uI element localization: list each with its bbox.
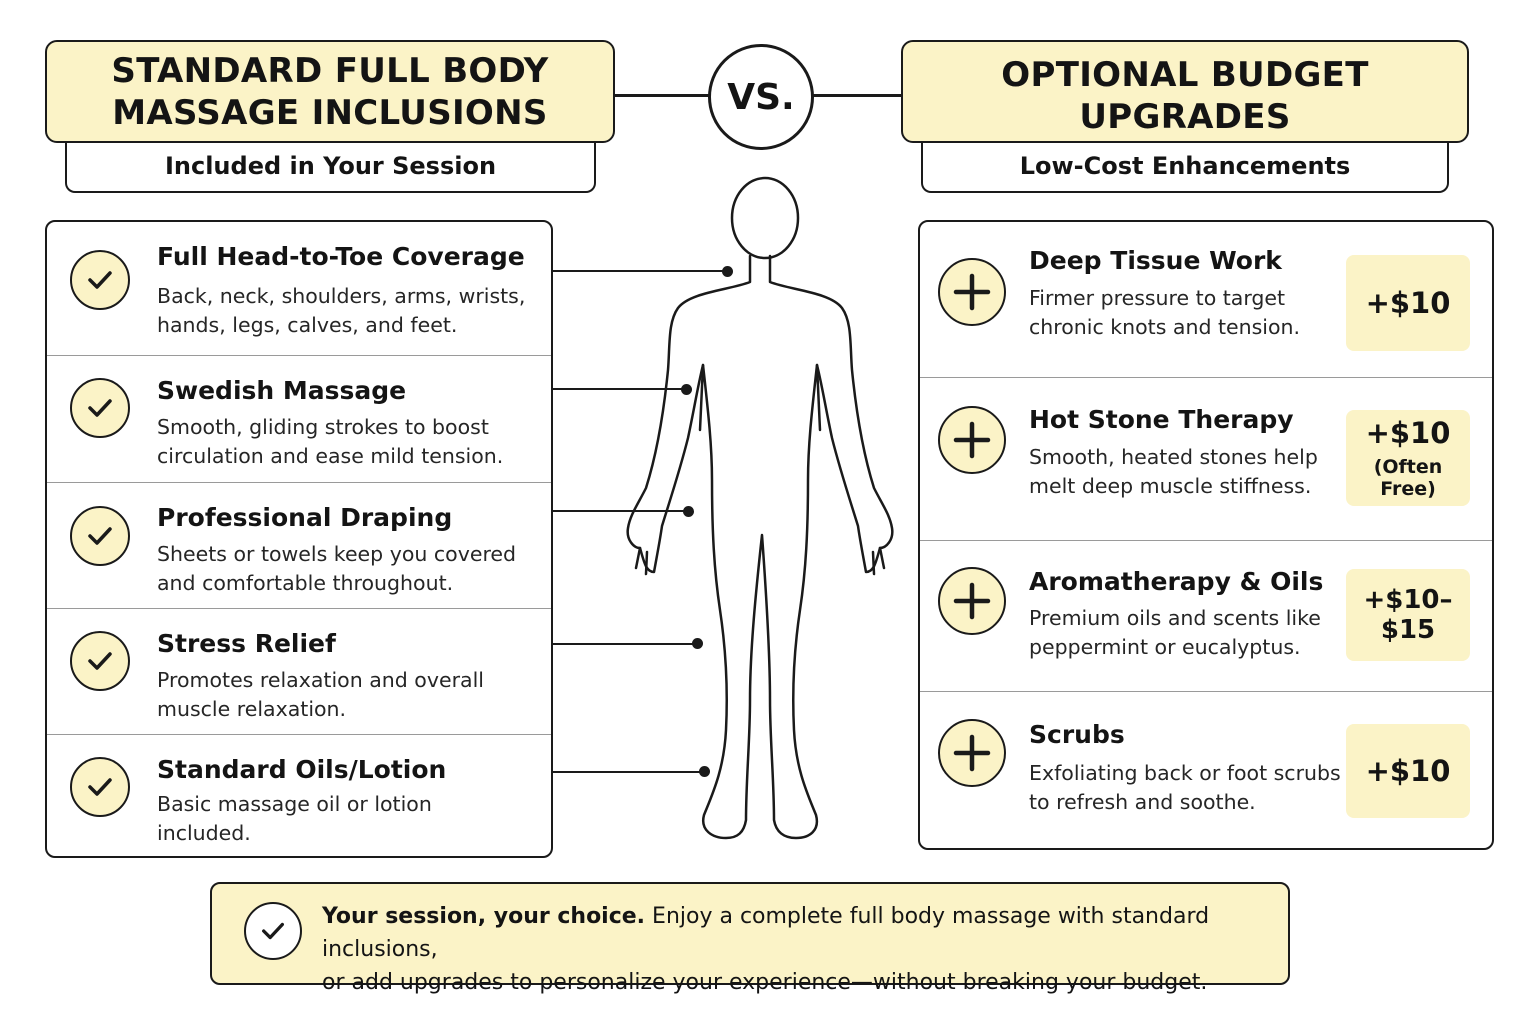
price-badge: +$10 (Often Free) — [1346, 410, 1470, 506]
upgrade-title: Deep Tissue Work — [1029, 246, 1282, 275]
price-note: (Often Free) — [1373, 456, 1443, 500]
left-subtitle-box: Included in Your Session — [65, 140, 596, 193]
inclusion-title: Standard Oils/Lotion — [157, 755, 447, 784]
connector-line — [553, 270, 727, 272]
check-icon — [70, 631, 130, 691]
inclusion-row-oils: Standard Oils/Lotion Basic massage oil o… — [47, 734, 551, 858]
connector-dot — [722, 266, 733, 277]
inclusion-desc: Back, neck, shoulders, arms, wrists,hand… — [157, 284, 526, 337]
inclusion-row-draping: Professional Draping Sheets or towels ke… — [47, 482, 551, 608]
right-title: OPTIONAL BUDGET UPGRADES — [1001, 55, 1369, 137]
inclusion-row-swedish: Swedish Massage Smooth, gliding strokes … — [47, 355, 551, 482]
footer-banner: Your session, your choice. Enjoy a compl… — [210, 882, 1290, 995]
upgrade-title: Scrubs — [1029, 720, 1125, 749]
upgrade-row-aromatherapy: Aromatherapy & Oils Premium oils and sce… — [920, 540, 1492, 691]
vs-label: VS. — [727, 76, 795, 118]
right-subtitle-box: Low-Cost Enhancements — [921, 140, 1449, 193]
upgrade-row-deep-tissue: Deep Tissue Work Firmer pressure to targ… — [920, 222, 1492, 377]
inclusion-row-stress: Stress Relief Promotes relaxation and ov… — [47, 608, 551, 734]
price-value: +$10–$15 — [1363, 585, 1453, 645]
check-icon — [70, 506, 130, 566]
connector-line — [553, 510, 688, 512]
connector-dot — [692, 638, 703, 649]
vs-line-left — [614, 94, 710, 97]
upgrade-title: Hot Stone Therapy — [1029, 405, 1294, 434]
upgrade-row-hot-stone: Hot Stone Therapy Smooth, heated stones … — [920, 377, 1492, 540]
price-value: +$10 — [1365, 754, 1451, 788]
connector-dot — [681, 384, 692, 395]
connector-dot — [683, 506, 694, 517]
inclusion-title: Full Head-to-Toe Coverage — [157, 242, 525, 271]
price-value: +$10 — [1365, 416, 1451, 450]
plus-icon — [938, 567, 1006, 635]
footer-bold: Your session, your choice. — [322, 904, 646, 929]
inclusion-title: Stress Relief — [157, 629, 336, 658]
right-title-box: OPTIONAL BUDGET UPGRADES — [901, 40, 1469, 143]
inclusion-row-head-to-toe: Full Head-to-Toe Coverage Back, neck, sh… — [47, 222, 551, 355]
plus-icon — [938, 258, 1006, 326]
footer-text: Your session, your choice. Enjoy a compl… — [322, 900, 1272, 999]
footer-line1: Enjoy a complete full body massage with … — [322, 904, 1210, 962]
upgrade-title: Aromatherapy & Oils — [1029, 567, 1324, 596]
vs-line-right — [812, 94, 902, 97]
price-badge: +$10 — [1346, 255, 1470, 351]
body-silhouette-icon — [626, 176, 894, 840]
left-subtitle: Included in Your Session — [164, 151, 497, 180]
price-badge: +$10–$15 — [1346, 569, 1470, 661]
plus-icon — [938, 406, 1006, 474]
price-badge: +$10 — [1346, 724, 1470, 818]
plus-icon — [938, 719, 1006, 787]
inclusion-title: Swedish Massage — [157, 376, 407, 405]
inclusions-panel: Full Head-to-Toe Coverage Back, neck, sh… — [45, 220, 553, 858]
inclusion-title: Professional Draping — [157, 503, 453, 532]
check-icon — [70, 250, 130, 310]
left-title-line2: MASSAGE INCLUSIONS — [112, 92, 548, 133]
connector-line — [553, 771, 704, 773]
left-title-line1: STANDARD FULL BODY — [111, 50, 549, 91]
connector-line — [553, 643, 697, 645]
check-icon — [70, 757, 130, 817]
upgrades-panel: Deep Tissue Work Firmer pressure to targ… — [918, 220, 1494, 850]
left-title-box: STANDARD FULL BODY MASSAGE INCLUSIONS — [45, 40, 615, 143]
vs-badge: VS. — [708, 44, 814, 150]
check-icon — [244, 902, 302, 960]
footer-line2: or add upgrades to personalize your expe… — [322, 970, 1208, 995]
connector-dot — [699, 766, 710, 777]
right-subtitle: Low-Cost Enhancements — [1019, 151, 1351, 180]
price-value: +$10 — [1365, 286, 1451, 320]
check-icon — [70, 378, 130, 438]
connector-line — [553, 388, 686, 390]
